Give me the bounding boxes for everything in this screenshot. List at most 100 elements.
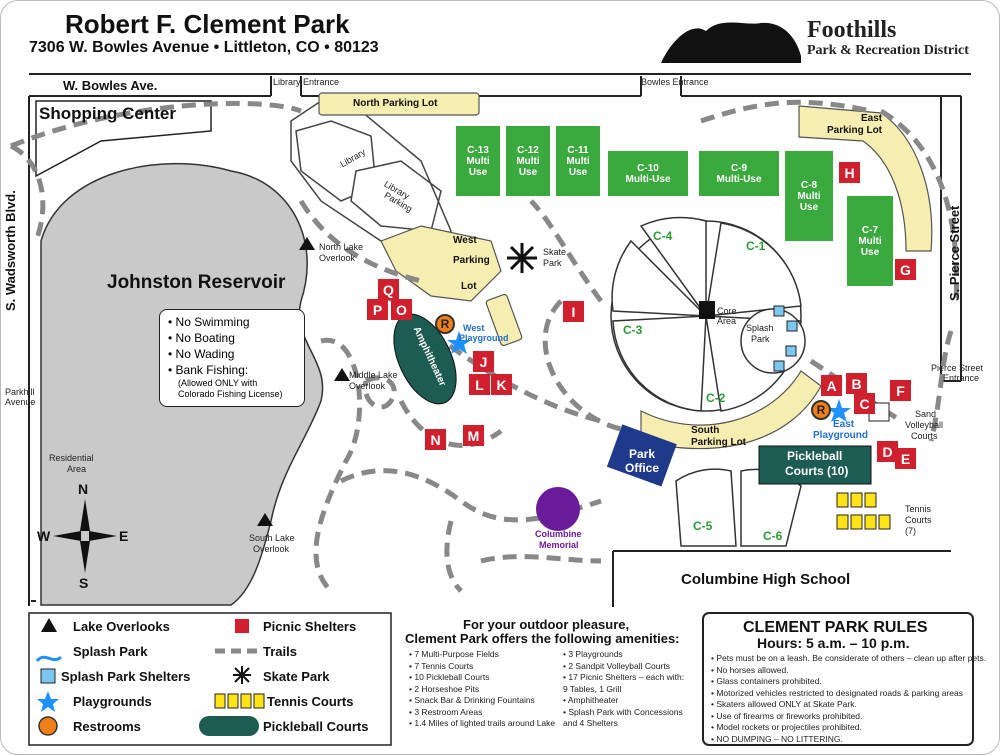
sand-volleyball-label-2: Volleyball	[905, 420, 944, 430]
shelter-f[interactable]: F	[890, 380, 911, 401]
core-area-label-2: Area	[717, 316, 737, 326]
rules-hours: Hours: 5 a.m. – 10 p.m.	[757, 635, 910, 651]
overlook-triangles	[257, 237, 350, 526]
east-lot-label-2: Parking Lot	[827, 125, 883, 136]
skate-park-label-2: Park	[543, 258, 562, 268]
splash-park-label-1: Splash	[746, 323, 774, 333]
east-playground-label-1: East	[833, 419, 855, 430]
shelter-q[interactable]: Q	[378, 279, 399, 300]
shelter-m[interactable]: M	[463, 425, 484, 446]
shelter-n[interactable]: N	[425, 429, 446, 450]
rules-box	[702, 612, 974, 746]
sand-volleyball-label-1: Sand	[915, 409, 937, 419]
shelter-i[interactable]: I	[563, 301, 584, 322]
restroom-east[interactable]: R	[811, 400, 831, 420]
compass-w: W	[37, 528, 51, 544]
west-lot-label-3: Lot	[461, 281, 477, 292]
am-col1-item: • 2 Horseshoe Pits	[409, 683, 480, 694]
residential-label-1: Residential	[49, 453, 94, 463]
pierce-label: S. Pierce Street	[947, 205, 962, 301]
pierce-entrance-label-1: Pierce Street	[931, 363, 984, 373]
diamond-c3: C-3	[623, 323, 643, 337]
rules-list-item: • Glass containers prohibited.	[711, 676, 822, 686]
shelter-p[interactable]: P	[367, 299, 388, 320]
south-overlook-label-2: Overlook	[253, 544, 290, 554]
memorial-label-1: Columbine	[535, 529, 582, 539]
playground-stars	[447, 331, 851, 422]
memorial-label-2: Memorial	[539, 540, 579, 550]
diamond-c5: C-5	[693, 519, 713, 533]
shopping-center-block	[35, 100, 212, 178]
legend-trails: Trails	[263, 644, 297, 659]
shelter-j[interactable]: J	[473, 351, 494, 372]
library-entrance-label: Library Entrance	[273, 77, 340, 87]
reservoir-label: Johnston Reservoir	[107, 272, 286, 293]
restroom-west[interactable]: R	[435, 314, 455, 334]
rules-list-item: • Motorized vehicles restricted to desig…	[711, 687, 963, 698]
west-playground-label-2: Playground	[459, 333, 509, 343]
tennis-label-1: Tennis	[905, 504, 932, 514]
foothills-logo-mountains	[661, 22, 801, 63]
shelter-e[interactable]: E	[895, 448, 916, 469]
baseball-complex	[610, 216, 806, 547]
am-col2-item: • Splash Park with Concessions	[563, 706, 683, 717]
shelter-l[interactable]: L	[469, 374, 490, 395]
legend-playgrounds: Playgrounds	[73, 694, 152, 709]
am-col2-item: • 3 Playgrounds	[563, 649, 623, 659]
legend-picnic-icon	[235, 619, 249, 633]
brand-name: Foothills	[807, 17, 897, 43]
reservoir-rules-box: • No Swimming • No Boating • No Wading •…	[159, 309, 305, 407]
south-lot-label-2: Parking Lot	[691, 437, 747, 448]
shelter-b[interactable]: B	[846, 373, 867, 394]
shelter-o[interactable]: O	[391, 299, 412, 320]
legend-tennis: Tennis Courts	[267, 694, 354, 709]
shopping-center-label: Shopping Center	[39, 104, 176, 123]
skate-park-symbol	[507, 243, 537, 273]
legend-playground-icon	[37, 691, 59, 712]
compass-n: N	[78, 481, 89, 497]
shelter-d[interactable]: D	[877, 441, 898, 462]
am-col1-item: • Snack Bar & Drinking Fountains	[409, 695, 535, 705]
skate-park-label-1: Skate	[543, 247, 567, 257]
rules-list-item: • Pets must be on a leash. Be considerat…	[711, 653, 987, 663]
park-office-shape	[606, 424, 677, 487]
rules-title: CLEMENT PARK RULES	[743, 619, 928, 636]
parking-lots	[318, 92, 933, 450]
legend-picnic: Picnic Shelters	[263, 619, 357, 634]
wadsworth-label: S. Wadsworth Blvd.	[3, 190, 18, 311]
shelter-a[interactable]: A	[821, 375, 842, 396]
reservoir-rule-4a: (Allowed ONLY with	[178, 378, 258, 388]
north-lot-label: North Parking Lot	[353, 98, 438, 109]
shelter-c[interactable]: C	[854, 393, 875, 414]
west-lot-label-2: Parking	[453, 255, 490, 266]
brand-subtitle: Park & Recreation District	[807, 43, 969, 58]
shelter-k[interactable]: K	[491, 374, 512, 395]
north-overlook-label-1: North Lake	[319, 242, 364, 252]
reservoir-rule-1: • No Swimming	[168, 315, 250, 329]
tennis-courts-shape	[836, 492, 891, 530]
middle-overlook-label-2: Overlook	[349, 381, 386, 391]
legend-overlooks: Lake Overlooks	[73, 619, 170, 634]
compass-e: E	[119, 528, 129, 544]
south-lot-label-1: South	[691, 425, 720, 436]
rules-list-item: • NO DUMPING – NO LITTERING.	[711, 733, 843, 744]
am-col1-item: • 7 Tennis Courts	[409, 660, 474, 671]
legend-tennis-icon	[214, 693, 265, 709]
shelter-h[interactable]: H	[839, 162, 860, 183]
parkhill-label-2: Avenue	[5, 397, 36, 407]
reservoir-rule-4: • Bank Fishing:	[168, 363, 249, 377]
east-playground-label-2: Playground	[813, 430, 869, 441]
am-col2-item: and 4 Shelters	[563, 718, 618, 728]
columbine-memorial-shape	[536, 487, 580, 531]
park-office-label-1: Park	[629, 447, 656, 461]
legend-skate: Skate Park	[263, 669, 330, 684]
legend-splash-park: Splash Park	[73, 644, 148, 659]
legend-pickleball-icon	[199, 716, 259, 736]
shelter-g[interactable]: G	[895, 259, 916, 280]
middle-overlook-label-1: Middle Lake	[349, 370, 398, 380]
am-col2-item: • Amphitheater	[563, 695, 619, 705]
